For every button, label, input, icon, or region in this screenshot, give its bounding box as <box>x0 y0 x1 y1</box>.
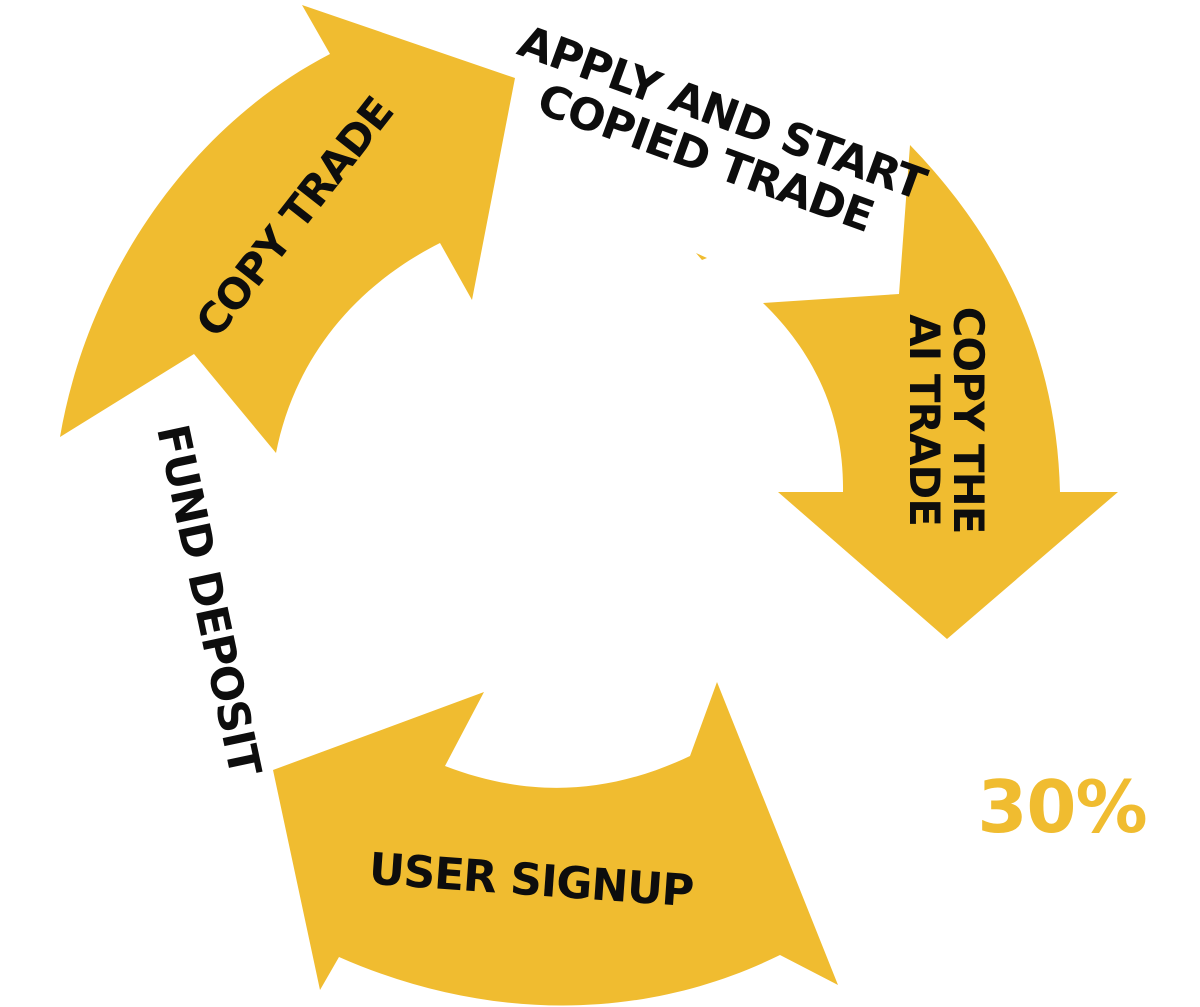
arrow-copy-ai-trade <box>763 145 1118 639</box>
copy-ai-trade-line-2: AI TRADE <box>900 314 949 526</box>
arrow-copy-trade <box>60 5 515 453</box>
copy-ai-trade-line-1: COPY THE <box>944 307 993 534</box>
apply-start-label: APPLY AND START COPIED TRADE <box>512 16 933 243</box>
arrow-fragment <box>696 253 707 260</box>
copy-ai-trade-label: COPY THE AI TRADE <box>900 307 993 534</box>
percentage-label: 30% <box>977 765 1146 849</box>
fund-deposit-label: FUND DEPOSIT <box>146 420 270 781</box>
arrow-user-signup <box>273 682 838 1006</box>
